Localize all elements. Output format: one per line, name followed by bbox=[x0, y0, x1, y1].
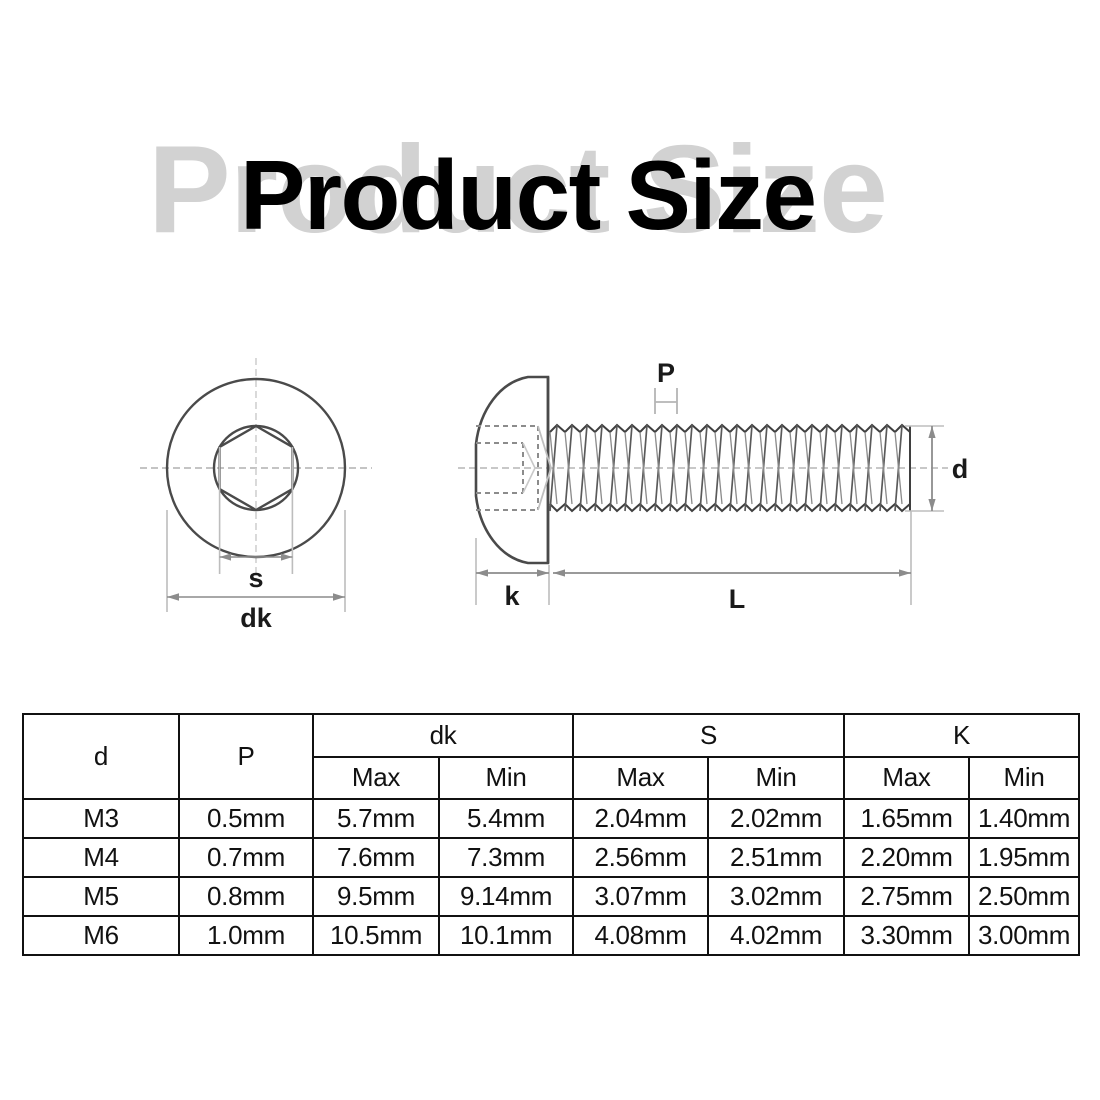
table-body: M3 0.5mm 5.7mm 5.4mm 2.04mm 2.02mm 1.65m… bbox=[22, 798, 1081, 956]
cell-dk-min: 9.14mm bbox=[438, 876, 574, 917]
col-subheader-s-min: Min bbox=[706, 755, 846, 800]
dk-arrowhead-right bbox=[333, 593, 345, 601]
col-subheader-dk-min: Min bbox=[438, 755, 574, 800]
button-head-outline bbox=[474, 375, 550, 565]
label-L: L bbox=[729, 584, 746, 614]
s-arrowhead-left bbox=[219, 553, 231, 561]
table-row: M5 0.8mm 9.5mm 9.14mm 3.07mm 3.02mm 2.75… bbox=[22, 876, 1081, 917]
cell-dk-max: 7.6mm bbox=[312, 837, 440, 878]
page-title-shadow-text: Product Size bbox=[148, 121, 888, 259]
col-header-K: K bbox=[843, 713, 1081, 758]
cell-k-min: 1.95mm bbox=[968, 837, 1081, 878]
cell-d: M3 bbox=[22, 798, 180, 839]
s-arrowhead-right bbox=[281, 553, 293, 561]
table-row: M3 0.5mm 5.7mm 5.4mm 2.04mm 2.02mm 1.65m… bbox=[22, 798, 1081, 839]
dk-arrowhead-left bbox=[167, 593, 179, 601]
cell-s-max: 4.08mm bbox=[572, 915, 709, 956]
diameter-dimension-group: d bbox=[905, 425, 969, 512]
table-group-header-row: d P dk S K bbox=[22, 713, 1081, 800]
head-height-dimension-group: k bbox=[475, 538, 550, 611]
table-row: M4 0.7mm 7.6mm 7.3mm 2.56mm 2.51mm 2.20m… bbox=[22, 837, 1081, 878]
front-view-group: s dk bbox=[140, 358, 372, 633]
cell-s-max: 2.56mm bbox=[572, 837, 709, 878]
cell-dk-min: 10.1mm bbox=[438, 915, 574, 956]
col-subheader-dk-max: Max bbox=[312, 755, 440, 800]
table-row: M6 1.0mm 10.5mm 10.1mm 4.08mm 4.02mm 3.3… bbox=[22, 915, 1081, 956]
screw-dimension-diagram: s dk bbox=[0, 340, 1100, 640]
cell-d: M6 bbox=[22, 915, 180, 956]
cell-s-min: 2.51mm bbox=[706, 837, 846, 878]
cell-dk-max: 5.7mm bbox=[312, 798, 440, 839]
cell-dk-max: 10.5mm bbox=[312, 915, 440, 956]
cell-k-min: 2.50mm bbox=[968, 876, 1081, 917]
col-subheader-s-max: Max bbox=[572, 755, 709, 800]
length-dimension-group: L bbox=[553, 511, 912, 614]
page-title-text: Product Size bbox=[240, 140, 817, 250]
cell-d: M5 bbox=[22, 876, 180, 917]
cell-s-min: 3.02mm bbox=[706, 876, 846, 917]
cell-d: M4 bbox=[22, 837, 180, 878]
cell-dk-min: 5.4mm bbox=[438, 798, 574, 839]
cell-k-min: 1.40mm bbox=[968, 798, 1081, 839]
col-header-P: P bbox=[178, 713, 314, 800]
hidden-socket-lines bbox=[476, 425, 552, 511]
table-sub-header-row: Max Min Max Min Max Min bbox=[23, 755, 1081, 800]
col-header-dk: dk bbox=[312, 713, 574, 758]
label-k: k bbox=[504, 581, 520, 611]
cell-k-min: 3.00mm bbox=[968, 915, 1081, 956]
label-s: s bbox=[248, 563, 263, 593]
col-subheader-k-max: Max bbox=[843, 755, 971, 800]
cell-p: 1.0mm bbox=[178, 915, 314, 956]
col-header-S: S bbox=[571, 713, 846, 758]
cell-s-min: 4.02mm bbox=[706, 915, 846, 956]
cell-k-max: 2.20mm bbox=[843, 837, 971, 878]
cell-p: 0.7mm bbox=[178, 837, 314, 878]
product-size-specification-table: d P dk S K Max Min Max Min Max Min M3 bbox=[22, 713, 1081, 956]
label-d: d bbox=[952, 454, 969, 484]
cell-p: 0.8mm bbox=[178, 876, 314, 917]
pitch-dimension-group: P bbox=[654, 358, 678, 414]
cell-s-max: 3.07mm bbox=[572, 876, 709, 917]
label-P: P bbox=[657, 358, 675, 388]
cell-s-max: 2.04mm bbox=[572, 798, 709, 839]
col-header-d: d bbox=[22, 713, 180, 800]
cell-s-min: 2.02mm bbox=[706, 798, 846, 839]
page-title: Product Size Product Size bbox=[0, 120, 1100, 280]
cell-dk-max: 9.5mm bbox=[312, 876, 440, 917]
table-head: d P dk S K Max Min Max Min Max Min bbox=[22, 713, 1081, 800]
side-view-group: P d k bbox=[458, 358, 968, 614]
cell-k-max: 3.30mm bbox=[843, 915, 971, 956]
cell-p: 0.5mm bbox=[178, 798, 314, 839]
threaded-shank bbox=[549, 423, 911, 513]
cell-dk-min: 7.3mm bbox=[438, 837, 574, 878]
label-dk: dk bbox=[240, 603, 272, 633]
spec-table-container: d P dk S K Max Min Max Min Max Min M3 bbox=[22, 713, 1081, 956]
col-subheader-k-min: Min bbox=[968, 755, 1081, 800]
cell-k-max: 1.65mm bbox=[843, 798, 971, 839]
cell-k-max: 2.75mm bbox=[843, 876, 971, 917]
